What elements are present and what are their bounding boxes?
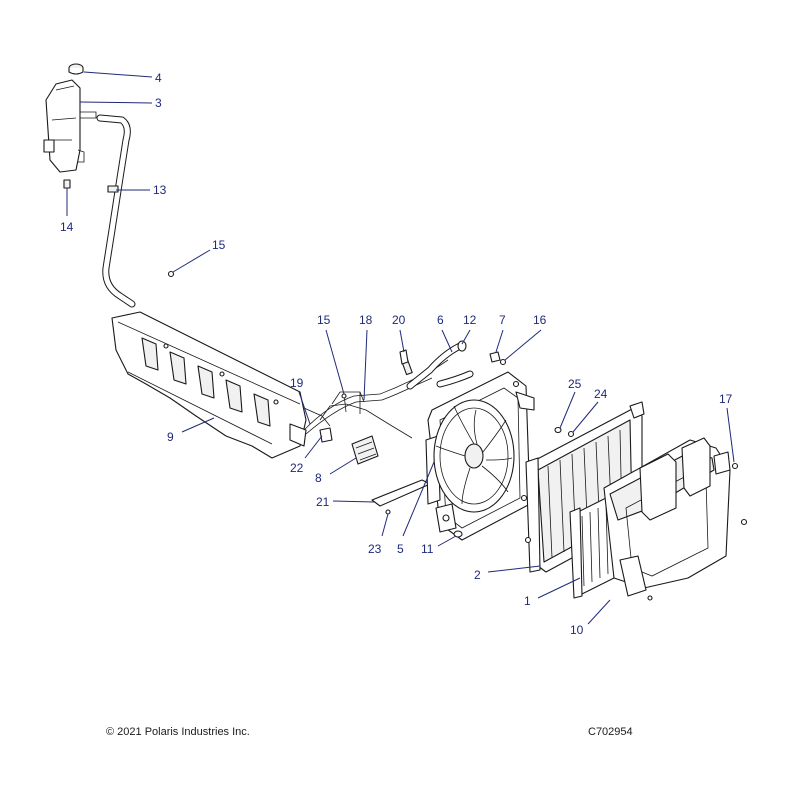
leader-lines [66, 71, 735, 625]
screw-23 [385, 509, 391, 515]
callout-labels: 4 3 13 14 15 9 15 18 20 6 12 7 16 19 22 … [60, 71, 733, 637]
screw-15-mid [341, 393, 347, 399]
upper-hose-6 [406, 340, 474, 390]
fan-relay-8 [351, 435, 379, 465]
callout-1: 1 [524, 594, 531, 608]
screw-24 [567, 430, 575, 438]
cooler-1 [569, 495, 615, 599]
front-bracket [111, 311, 307, 459]
callout-2: 2 [474, 568, 481, 582]
callout-10: 10 [570, 623, 584, 637]
callout-20: 20 [392, 313, 406, 327]
cooling-fan [433, 399, 515, 513]
callout-23: 23 [368, 542, 382, 556]
copyright-notice: © 2021 Polaris Industries Inc. [106, 726, 250, 738]
callout-21: 21 [316, 495, 330, 509]
callout-18: 18 [359, 313, 373, 327]
callout-14: 14 [60, 220, 74, 234]
nut-left [520, 494, 532, 544]
callout-16: 16 [533, 313, 547, 327]
callout-19: 19 [290, 376, 304, 390]
diagram-id: C702954 [588, 726, 633, 738]
radiator-shroud-10 [603, 437, 748, 601]
callout-5: 5 [397, 542, 404, 556]
wire-harness [303, 358, 449, 443]
screw-16 [499, 358, 507, 366]
callout-12: 12 [463, 313, 477, 327]
washer-25 [554, 426, 562, 434]
callout-3: 3 [155, 96, 162, 110]
callout-25: 25 [568, 377, 582, 391]
callout-7: 7 [499, 313, 506, 327]
coolant-reservoir [43, 79, 97, 173]
callout-8: 8 [315, 471, 322, 485]
reservoir-cap [68, 63, 84, 75]
nut-7 [489, 351, 501, 363]
callout-24: 24 [594, 387, 608, 401]
callout-15-left: 15 [212, 238, 226, 252]
callout-9: 9 [167, 430, 174, 444]
screw-20 [399, 349, 409, 365]
screw-17 [731, 462, 739, 470]
clamp-14 [63, 179, 71, 189]
callout-17: 17 [719, 392, 733, 406]
callout-15-mid: 15 [317, 313, 331, 327]
callout-11: 11 [421, 542, 434, 556]
callout-13: 13 [153, 183, 167, 197]
callout-4: 4 [155, 71, 162, 85]
screw-15-left [167, 270, 175, 278]
callout-22: 22 [290, 461, 304, 475]
grommet-11 [453, 530, 463, 538]
overflow-hose [96, 114, 136, 308]
callout-6: 6 [437, 313, 444, 327]
